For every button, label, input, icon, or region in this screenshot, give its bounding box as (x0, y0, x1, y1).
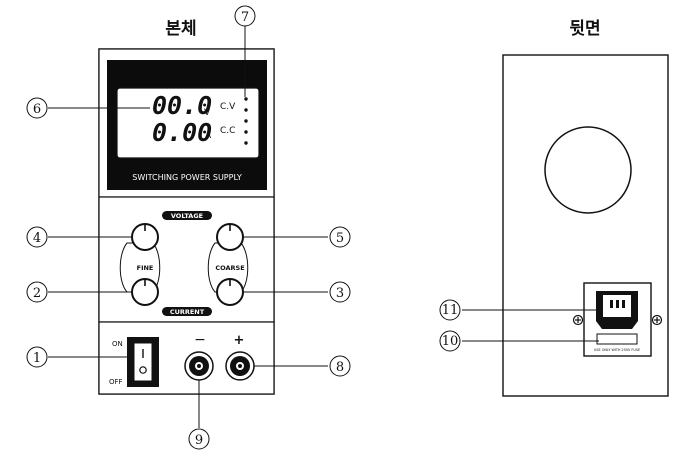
callout-1: 1 (26, 346, 48, 368)
voltage-band (162, 211, 212, 220)
positive-terminal[interactable] (225, 351, 255, 381)
callout-3: 3 (329, 281, 351, 303)
coarse-label: COARSE (215, 264, 244, 272)
indicator-dots (244, 97, 248, 145)
screw-left-icon (572, 314, 584, 326)
fuse-label: USE ONLY WITH 250V FUSE (594, 348, 640, 352)
front-title: 본체 (165, 19, 196, 39)
svg-text:8: 8 (336, 360, 344, 375)
svg-text:10: 10 (442, 334, 459, 349)
cv-label: C.V (220, 102, 236, 112)
front-callout-lines (48, 26, 328, 428)
plus-sign: + (234, 333, 245, 348)
svg-text:4: 4 (33, 231, 41, 246)
current-unit: A (205, 131, 212, 141)
screw-right-icon (651, 314, 663, 326)
callout-11: 11 (439, 299, 461, 321)
svg-text:2: 2 (33, 286, 41, 301)
back-title: 뒷면 (569, 18, 600, 39)
callout-5: 5 (329, 226, 351, 248)
current-fine-knob[interactable] (131, 278, 159, 306)
switch-on-label: ON (112, 340, 123, 348)
minus-sign: − (194, 332, 206, 348)
svg-text:11: 11 (442, 303, 459, 318)
callout-6: 6 (26, 97, 48, 119)
callout-4: 4 (26, 226, 48, 248)
voltage-readout: 00.0 (152, 91, 212, 120)
fan-vent (544, 126, 632, 214)
callout-9: 9 (188, 428, 210, 450)
voltage-fine-knob[interactable] (131, 223, 159, 251)
voltage-unit: V (204, 108, 211, 118)
power-switch[interactable] (127, 337, 159, 387)
back-panel: USE ONLY WITH 250V FUSE (502, 54, 669, 397)
fuse-holder[interactable] (596, 333, 638, 345)
front-panel: 00.0 0.00 V A C.V C.C SWITCHING POWER SU… (98, 48, 275, 395)
switch-off-label: OFF (109, 378, 123, 386)
current-coarse-knob[interactable] (216, 278, 244, 306)
panel-brand-text: SWITCHING POWER SUPPLY (132, 173, 242, 182)
display-window (116, 87, 260, 159)
svg-text:3: 3 (336, 286, 344, 301)
svg-text:6: 6 (33, 102, 41, 117)
negative-terminal[interactable] (184, 351, 214, 381)
callout-10: 10 (439, 330, 461, 352)
fine-label: FINE (137, 264, 154, 272)
svg-text:9: 9 (195, 433, 203, 448)
callout-8: 8 (329, 355, 351, 377)
callout-2: 2 (26, 281, 48, 303)
cc-label: C.C (220, 126, 235, 136)
voltage-band-label: VOLTAGE (171, 212, 203, 220)
callout-7: 7 (234, 5, 256, 27)
voltage-coarse-knob[interactable] (216, 223, 244, 251)
current-band (162, 307, 212, 316)
current-band-label: CURRENT (170, 308, 205, 316)
back-callout-lines (462, 309, 599, 342)
svg-text:7: 7 (241, 10, 249, 25)
svg-text:1: 1 (33, 351, 41, 366)
current-readout: 0.00 (152, 118, 212, 147)
svg-text:5: 5 (336, 231, 344, 246)
